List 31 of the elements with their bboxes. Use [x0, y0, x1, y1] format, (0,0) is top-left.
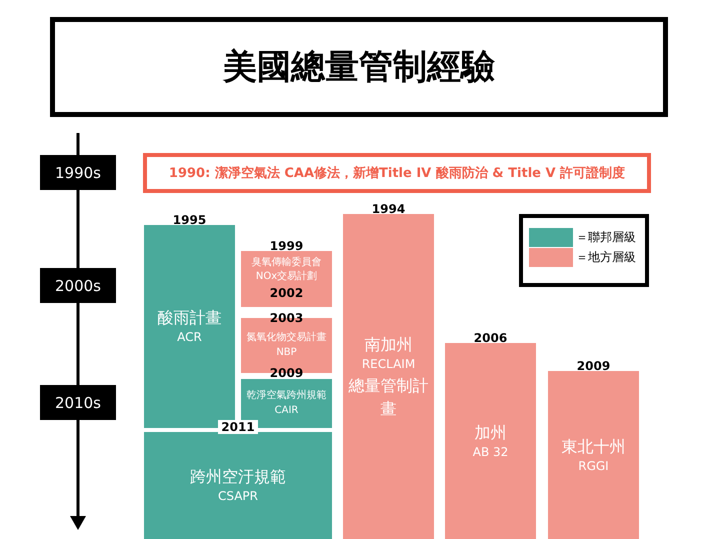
year-label: 1999	[270, 239, 304, 253]
program-name: 東北十州	[560, 436, 626, 458]
year-label: 2011	[218, 420, 258, 434]
program-name: 跨州空汙規範	[189, 466, 287, 488]
program-name: 總量管制計畫	[348, 374, 430, 420]
program-code: AB 32	[472, 444, 510, 461]
year-label: 2002	[268, 284, 304, 302]
year-label: 1995	[172, 213, 206, 227]
program-name: 酸雨計畫	[156, 307, 222, 330]
year-label: 2009	[576, 359, 610, 373]
program-code: ACR	[176, 329, 203, 346]
year-label: 1994	[372, 202, 406, 216]
legend-text: ＝聯邦層級	[576, 228, 636, 246]
decade-label: 2000s	[40, 268, 116, 303]
title: 美國總量管制經驗	[50, 17, 668, 117]
event-box	[143, 153, 651, 193]
program-code: RGGI	[577, 458, 610, 475]
program-name: 臭氧傳輸委員會NOx交易計劃	[250, 256, 322, 284]
year-label: 2009	[270, 366, 304, 380]
event-text: 1990: 潔淨空氣法 CAA修法，新增Title IV 酸雨防治 & Title V 許可證制度	[168, 164, 626, 182]
program-name: 加州	[474, 422, 508, 444]
decade-label: 1990s	[40, 155, 116, 190]
program-name: 乾淨空氣跨州規範CAIR	[246, 389, 328, 418]
year-label: 2003	[270, 311, 304, 325]
legend-text: ＝地方層級	[576, 248, 636, 266]
program-name: 南加州	[364, 334, 414, 356]
year-label: 2006	[474, 331, 508, 345]
program-code: CSAPR	[216, 488, 259, 506]
program-name: 氮氧化物交易計畫 NBP	[246, 331, 328, 360]
program-code: RECLAIM	[360, 356, 416, 374]
decade-label: 2010s	[40, 385, 116, 420]
